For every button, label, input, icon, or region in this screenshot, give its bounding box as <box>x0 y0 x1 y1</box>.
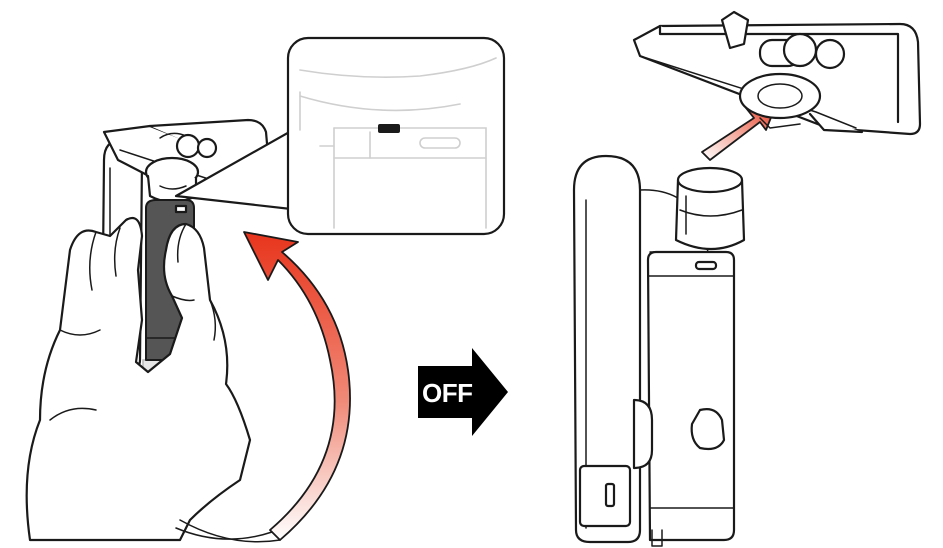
motor-head-right <box>674 166 746 250</box>
zoom-inset <box>286 36 506 236</box>
left-scene <box>25 36 506 543</box>
handle-body-right <box>632 250 736 547</box>
hand-left <box>25 216 252 542</box>
motor-head-left <box>144 156 200 204</box>
right-scene <box>572 10 922 547</box>
arrow-right-icon <box>418 348 508 436</box>
phone-with-clamp <box>632 10 922 136</box>
curved-arrow-up-icon <box>175 231 351 543</box>
off-label: OFF <box>422 378 473 408</box>
step-arrow: OFF <box>418 348 508 436</box>
gimbal-arm-right <box>572 154 709 544</box>
power-button <box>378 124 400 133</box>
